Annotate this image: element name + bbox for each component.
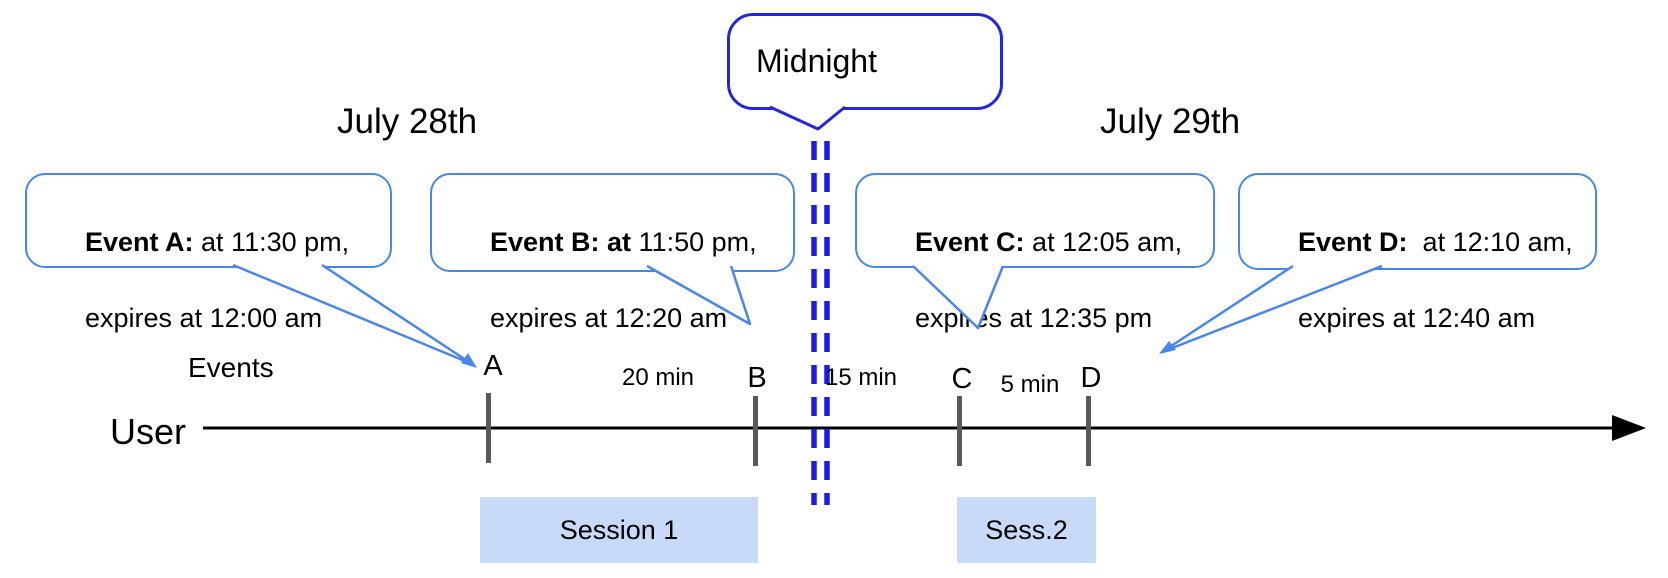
event-d-time: at 12:10 am, <box>1407 227 1573 257</box>
events-axis-label: Events <box>188 352 274 383</box>
tick-label-b: B <box>747 362 767 394</box>
event-c-title: Event C: <box>915 227 1025 257</box>
event-d-title: Event D: <box>1298 227 1408 257</box>
event-b-expiry: expires at 12:20 am <box>490 303 728 333</box>
event-a-title: Event A: <box>85 227 194 257</box>
tick-label-c: C <box>951 363 973 395</box>
user-axis-label: User <box>110 411 187 452</box>
interval-c-d: 5 min <box>1000 371 1060 398</box>
tick-label-d: D <box>1080 362 1102 394</box>
event-a-time: at 11:30 pm, <box>193 227 350 257</box>
event-d-callout: Event D: at 12:10 am, expires at 12:40 a… <box>1238 173 1597 333</box>
tick-a <box>486 393 491 463</box>
event-c-time: at 12:05 am, <box>1024 227 1183 257</box>
session-1-box: Session 1 <box>480 497 758 563</box>
interval-a-b: 20 min <box>621 364 695 391</box>
event-d-expiry: expires at 12:40 am <box>1298 303 1536 333</box>
tick-d <box>1086 396 1091 466</box>
event-b-callout: Event B: at 11:50 pm, expires at 12:20 a… <box>430 173 795 333</box>
midnight-callout-label: Midnight <box>756 43 877 79</box>
session-1-label: Session 1 <box>559 514 679 545</box>
event-c-callout: Event C: at 12:05 am, expires at 12:35 p… <box>855 173 1215 333</box>
event-b-time: 11:50 pm, <box>631 227 757 257</box>
event-b-title: Event B: at <box>490 227 632 257</box>
tick-c <box>957 396 962 466</box>
midnight-callout-tail <box>769 105 846 131</box>
event-a-callout: Event A: at 11:30 pm, expires at 12:00 a… <box>25 173 392 333</box>
tick-b <box>753 396 758 466</box>
event-d-tail-arrowhead <box>1159 341 1176 354</box>
date-title-july-29: July 29th <box>1100 102 1241 141</box>
event-a-expiry: expires at 12:00 am <box>85 303 323 333</box>
session-2-label: Sess.2 <box>985 514 1068 545</box>
session-2-box: Sess.2 <box>957 497 1096 563</box>
event-c-expiry: expires at 12:35 pm <box>915 303 1153 333</box>
interval-b-c: 15 min <box>824 364 898 391</box>
tick-label-a: A <box>483 350 503 382</box>
date-title-july-28: July 28th <box>337 102 478 141</box>
timeline-arrowhead <box>1612 415 1646 441</box>
midnight-callout: Midnight <box>727 13 1003 110</box>
